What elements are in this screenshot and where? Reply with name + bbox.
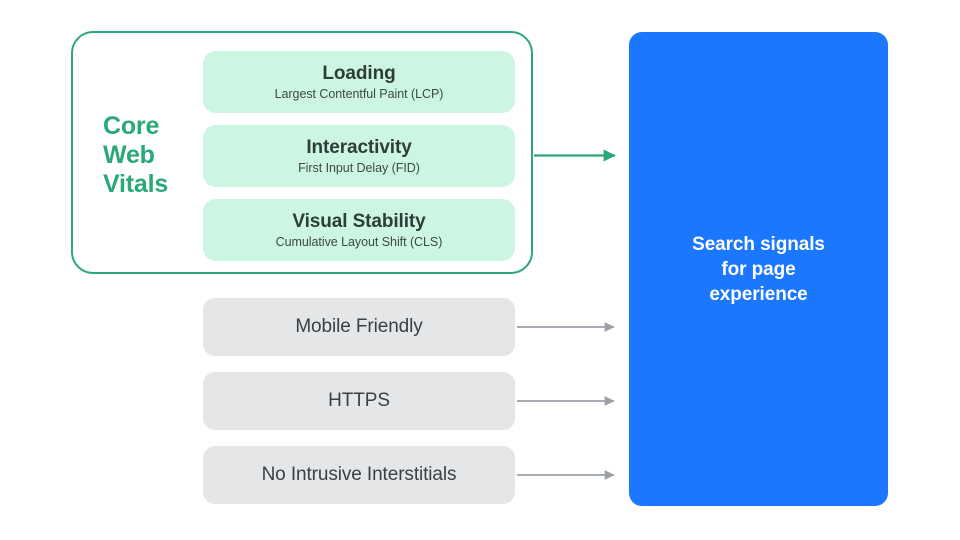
vital-subtitle: Cumulative Layout Shift (CLS) <box>275 234 443 249</box>
vital-card-loading[interactable]: Loading Largest Contentful Paint (LCP) <box>203 51 515 113</box>
search-signals-panel: Search signals for page experience <box>629 32 888 506</box>
vital-subtitle: First Input Delay (FID) <box>298 160 420 175</box>
signal-label: No Intrusive Interstitials <box>261 464 457 485</box>
vital-card-interactivity[interactable]: Interactivity First Input Delay (FID) <box>203 125 515 187</box>
signal-label: Mobile Friendly <box>295 316 423 337</box>
core-web-vitals-group <box>71 31 533 274</box>
search-signals-panel-text: Search signals for page experience <box>692 233 825 305</box>
core-web-vitals-group-label: Core Web Vitals <box>103 112 169 198</box>
vital-title: Visual Stability <box>292 210 426 232</box>
signal-label: HTTPS <box>328 390 390 411</box>
signal-card-no-intrusive-interstitials[interactable]: No Intrusive Interstitials <box>203 446 515 504</box>
signal-card-https[interactable]: HTTPS <box>203 372 515 430</box>
vital-card-visual-stability[interactable]: Visual Stability Cumulative Layout Shift… <box>203 199 515 261</box>
vital-subtitle: Largest Contentful Paint (LCP) <box>274 86 444 101</box>
signal-card-mobile-friendly[interactable]: Mobile Friendly <box>203 298 515 356</box>
vital-title: Loading <box>322 62 396 84</box>
vital-title: Interactivity <box>306 136 412 158</box>
